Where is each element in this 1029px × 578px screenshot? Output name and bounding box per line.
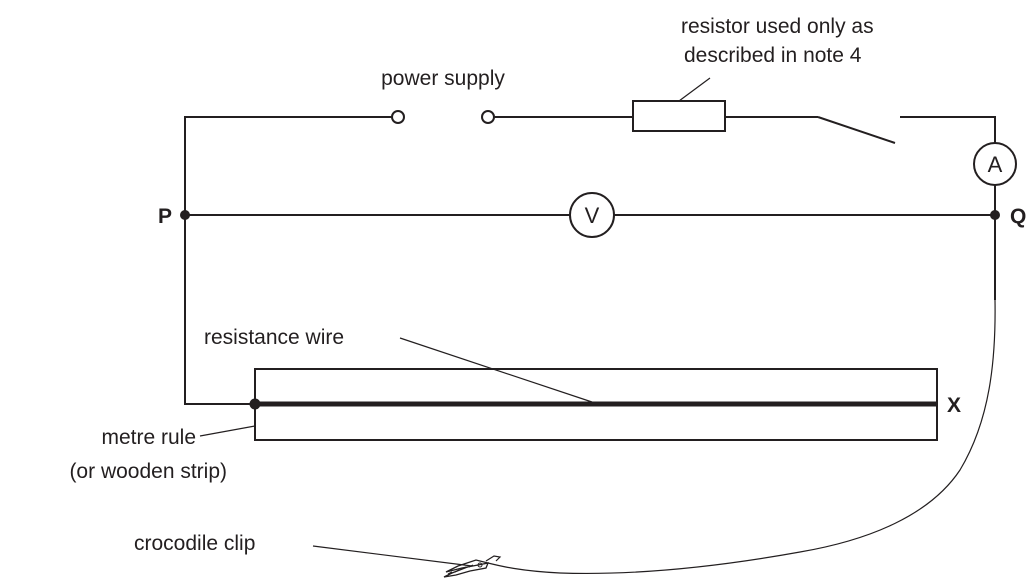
point-x-label: X xyxy=(947,394,961,417)
metre-rule-label-line-2: (or wooden strip) xyxy=(69,460,227,483)
crocodile-clip xyxy=(443,555,502,578)
wire-p-to-rule xyxy=(184,215,255,405)
ammeter-label: A xyxy=(988,152,1003,177)
resistor-note-line-2: described in note 4 xyxy=(684,44,862,67)
power-supply-terminal-right xyxy=(481,110,495,124)
leader-resistor-note xyxy=(678,77,711,102)
wire-end-dot xyxy=(249,398,261,410)
resistance-wire-label: resistance wire xyxy=(204,326,344,349)
crocodile-clip-label: crocodile clip xyxy=(134,532,255,555)
wire-switch-to-ammeter xyxy=(900,116,996,143)
wire-left-top xyxy=(184,116,392,215)
resistor-note-line-1: resistor used only as xyxy=(681,15,874,38)
leader-resistance-wire xyxy=(399,337,593,403)
leader-crocodile-clip xyxy=(312,545,473,567)
power-supply-label: power supply xyxy=(381,67,505,90)
point-p-label: P xyxy=(158,205,172,228)
power-supply-terminal-left xyxy=(391,110,405,124)
metre-rule-label-line-1: metre rule xyxy=(101,426,196,449)
leader-metre-rule xyxy=(199,425,256,437)
point-q-label: Q xyxy=(1010,205,1026,228)
voltmeter-label: V xyxy=(585,203,600,228)
switch xyxy=(817,116,896,144)
resistor xyxy=(632,100,726,132)
flying-lead xyxy=(487,299,996,575)
